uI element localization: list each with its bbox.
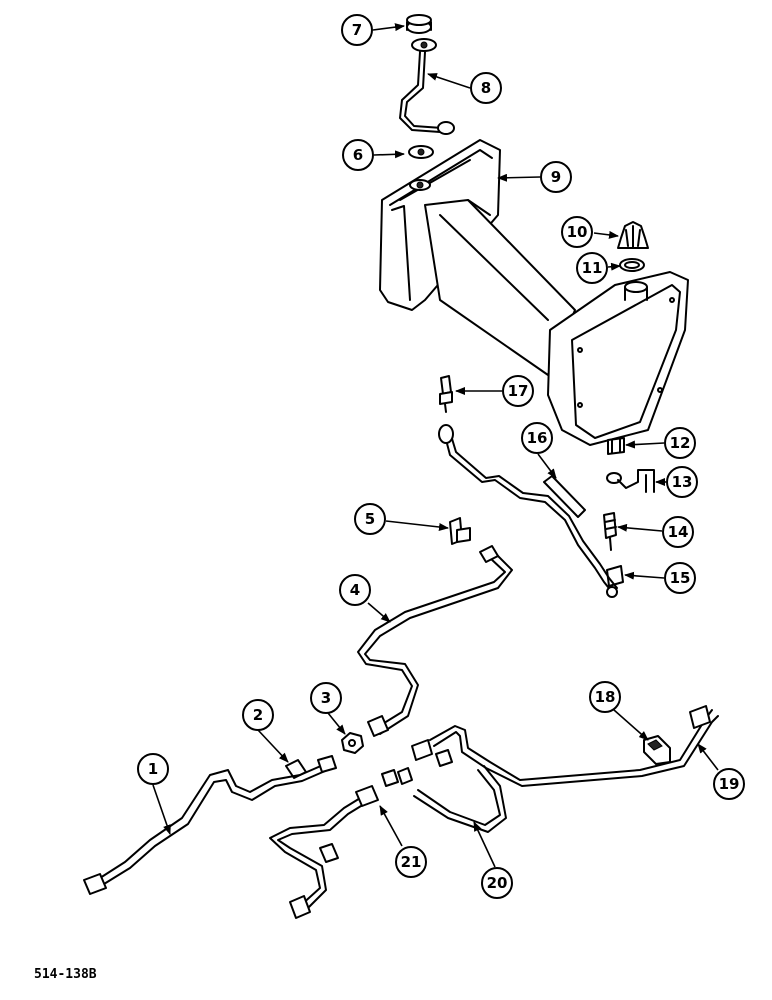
leader-8: [427, 73, 471, 89]
callout-20: 20: [481, 867, 513, 899]
callout-20-label: 20: [487, 874, 508, 892]
callout-13: 13: [666, 466, 698, 498]
callout-1: 1: [137, 753, 169, 785]
leader-12: [625, 440, 665, 449]
callout-14-label: 14: [668, 523, 689, 541]
seal-ring-11: [619, 258, 645, 272]
callout-6: 6: [342, 139, 374, 171]
callout-19: 19: [713, 768, 745, 800]
callout-3: 3: [310, 682, 342, 714]
leader-7: [372, 23, 405, 32]
leader-14: [617, 523, 663, 532]
leader-11: [607, 262, 621, 271]
callout-14: 14: [662, 516, 694, 548]
leader-5: [385, 520, 449, 531]
callout-2: 2: [242, 699, 274, 731]
figure-code: 514-138B: [34, 967, 97, 982]
sender-unit-8: [399, 38, 455, 135]
clamp-18: [643, 735, 671, 765]
callout-15-label: 15: [670, 569, 691, 587]
leader-19: [697, 743, 719, 771]
fuel-tank: [379, 139, 689, 446]
leader-1: [152, 784, 171, 835]
leader-10: [593, 230, 619, 239]
leader-16: [537, 453, 557, 479]
gasket-6: [408, 145, 434, 159]
tee-fitting-5: [449, 517, 471, 545]
callouts: 1 2 3 4 5 6 7 8 9 10 11 12 13 14 15 16 1…: [137, 14, 745, 899]
callout-10: 10: [561, 216, 593, 248]
callout-8-label: 8: [481, 79, 491, 97]
callout-16-label: 16: [527, 429, 548, 447]
callout-19-label: 19: [719, 775, 740, 793]
leader-15: [624, 571, 665, 580]
leader-20: [473, 821, 496, 868]
callout-12-label: 12: [670, 434, 691, 452]
callout-10-label: 10: [567, 223, 588, 241]
hose-20: [413, 765, 507, 833]
fitting-15: [606, 565, 624, 587]
nut-3: [341, 732, 364, 754]
callout-11-label: 11: [582, 259, 603, 277]
callout-17-label: 17: [508, 382, 529, 400]
fuel-pipe-upper: [438, 424, 618, 598]
callout-5: 5: [354, 503, 386, 535]
callout-5-label: 5: [365, 510, 375, 528]
callout-21: 21: [395, 846, 427, 878]
callout-9: 9: [540, 161, 572, 193]
callout-13-label: 13: [672, 473, 693, 491]
valve-14: [603, 512, 617, 551]
callout-8: 8: [470, 72, 502, 104]
leader-6: [373, 150, 405, 159]
callout-7: 7: [341, 14, 373, 46]
leader-3: [327, 712, 346, 735]
callout-21-label: 21: [401, 853, 422, 871]
fuel-pipe-4: [357, 545, 513, 737]
elbow-13: [606, 469, 655, 493]
callout-3-label: 3: [321, 689, 331, 707]
leader-18: [613, 709, 649, 741]
fuel-pipe-21: [269, 767, 413, 919]
cap-7: [406, 14, 432, 34]
callout-12: 12: [664, 427, 696, 459]
callout-1-label: 1: [148, 760, 158, 778]
callout-15: 15: [664, 562, 696, 594]
callout-9-label: 9: [551, 168, 561, 186]
callout-18: 18: [589, 681, 621, 713]
callout-6-label: 6: [353, 146, 363, 164]
callout-4-label: 4: [350, 581, 360, 599]
leader-9: [497, 173, 541, 182]
callout-7-label: 7: [352, 21, 362, 39]
fuel-pipe-1: [83, 755, 337, 895]
callout-2-label: 2: [253, 706, 263, 724]
callout-18-label: 18: [595, 688, 616, 706]
filler-cap-10: [617, 221, 649, 249]
fitting-12: [607, 437, 625, 455]
fuel-pipe-19: [411, 705, 719, 787]
callout-11: 11: [576, 252, 608, 284]
callout-4: 4: [339, 574, 371, 606]
leader-2: [257, 729, 289, 763]
callout-16: 16: [521, 422, 553, 454]
callout-17: 17: [502, 375, 534, 407]
leader-lines: [152, 23, 719, 868]
leader-21: [379, 805, 403, 847]
leader-4: [367, 602, 391, 623]
fitting-17: [439, 375, 453, 413]
